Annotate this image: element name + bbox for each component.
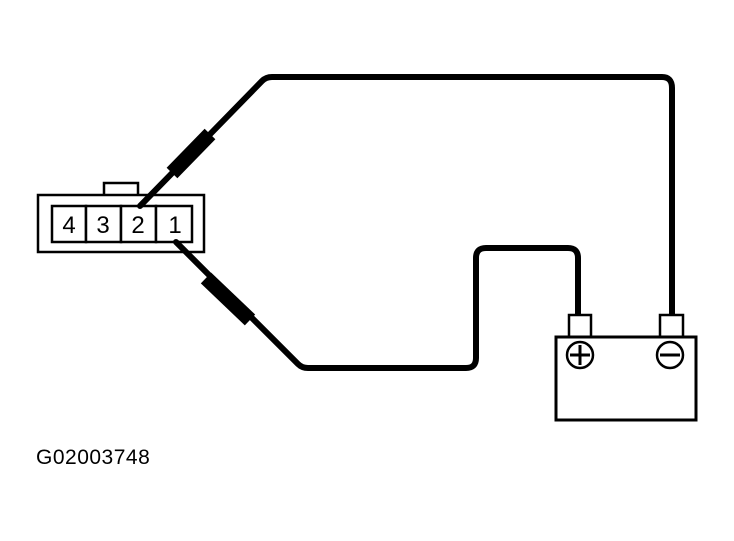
pin-label-1: 1: [168, 212, 181, 239]
jumper-wire-pin2-to-negative: [137, 74, 675, 320]
negative-icon: [655, 340, 685, 370]
battery-positive-terminal: [567, 313, 593, 339]
pin-label-3: 3: [96, 212, 109, 239]
connector-pin-3: [84, 204, 123, 244]
connector-pin-4: [50, 204, 88, 244]
probe-sleeve-icon: [200, 272, 256, 326]
battery-negative-terminal: [658, 313, 685, 339]
pin-label-4: 4: [62, 212, 75, 239]
battery: [554, 313, 698, 422]
connector: 4 3 2 1: [36, 181, 206, 254]
figure-id-label: G02003748: [36, 446, 151, 469]
pin-label-2: 2: [131, 212, 144, 239]
probe-sleeve-icon: [166, 128, 216, 179]
jumper-wire-pin1-to-positive: [173, 239, 581, 371]
positive-icon: [565, 340, 595, 370]
